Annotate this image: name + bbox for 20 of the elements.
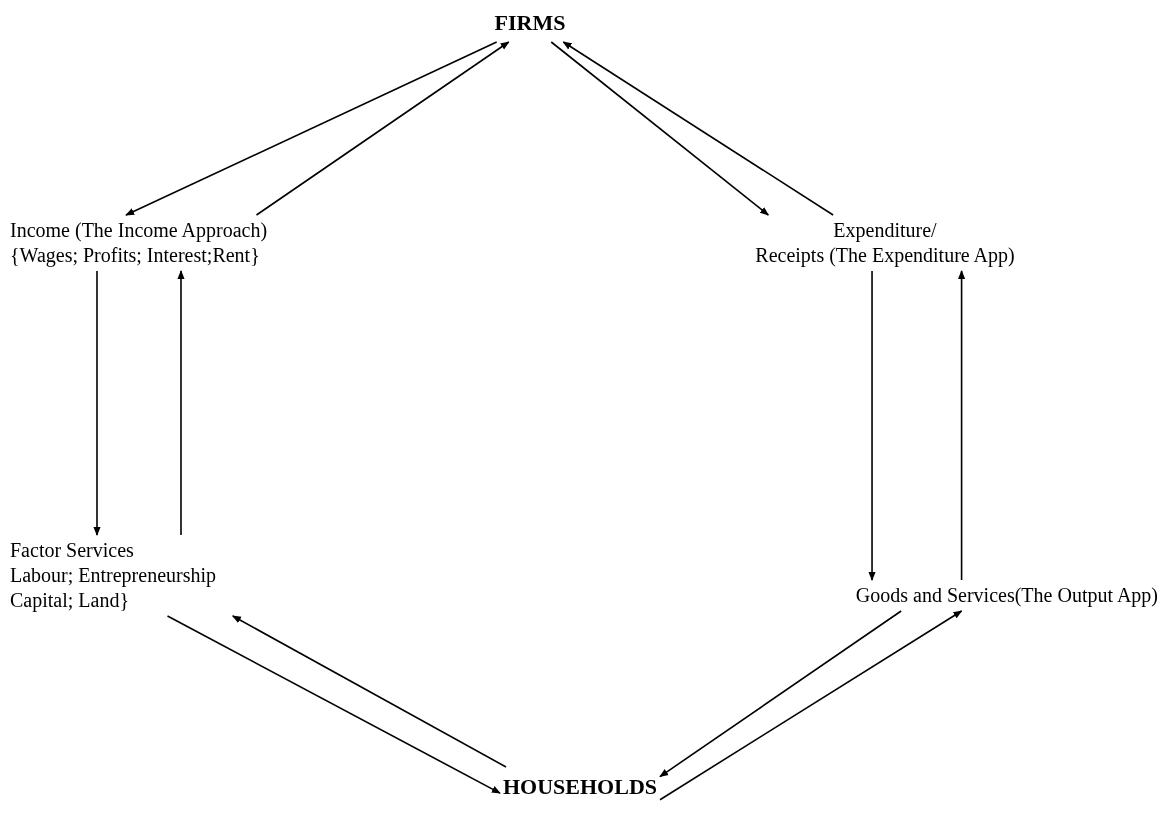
arrow	[255, 41, 510, 216]
arrow	[93, 270, 101, 536]
expenditure-text: Receipts (The Expenditure App)	[755, 243, 1015, 268]
arrow	[868, 270, 876, 581]
goods-services-text: Goods and Services(The Output App)	[855, 583, 1158, 608]
factor-services-text: Factor Services	[10, 538, 134, 563]
households-label: HOUSEHOLDS	[502, 773, 657, 801]
arrow	[166, 615, 501, 794]
arrow	[659, 610, 902, 778]
arrow	[177, 270, 185, 536]
arrow	[550, 41, 770, 216]
arrow	[659, 610, 963, 801]
firms-label: FIRMS	[494, 9, 566, 37]
arrow	[958, 270, 966, 581]
arrow	[231, 615, 507, 768]
income-text: Income (The Income Approach) {Wages; Profits; Interest;Rent}	[10, 218, 269, 268]
arrow	[125, 41, 498, 216]
factor-services-text: Labour; Entrepreneurship Capital; Land}	[10, 563, 218, 613]
arrow	[562, 41, 834, 216]
expenditure-text: Expenditure/	[833, 218, 937, 243]
